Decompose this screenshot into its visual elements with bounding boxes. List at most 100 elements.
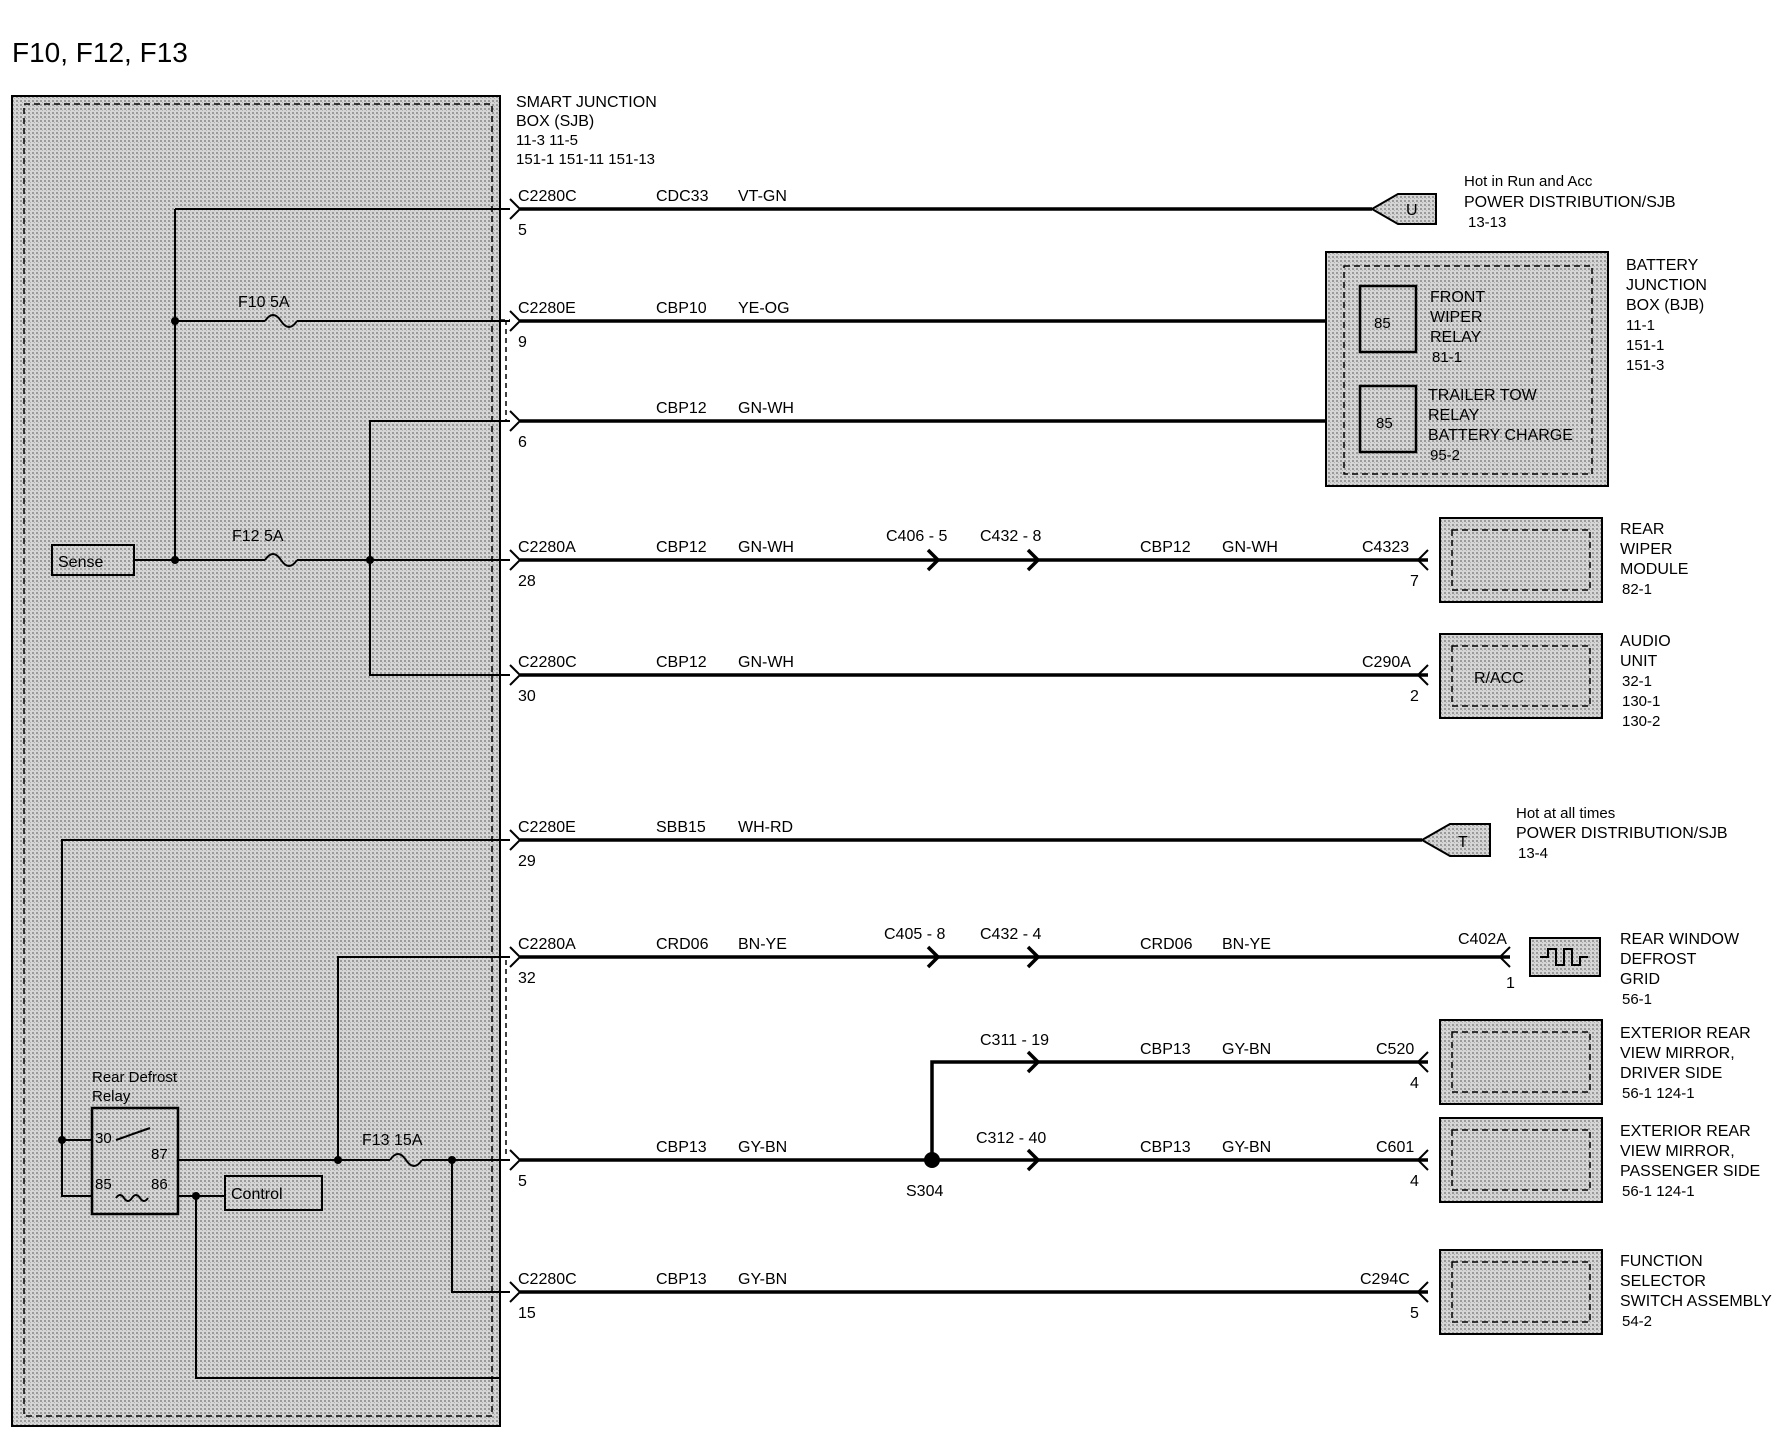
hot-run-acc-source: U Hot in Run and Acc POWER DISTRIBUTION/… xyxy=(1369,173,1676,231)
svg-text:CBP13: CBP13 xyxy=(656,1139,707,1156)
svg-text:AUDIO: AUDIO xyxy=(1620,633,1671,650)
relay-label-2: Relay xyxy=(92,1088,131,1105)
fuse-f10-label: F10 5A xyxy=(238,294,290,311)
sjb-internal-wiring: F10 5A Sense F12 5A Rear Defrost Relay 3… xyxy=(51,208,510,1379)
svg-text:30: 30 xyxy=(95,1130,112,1147)
svg-text:C2280E: C2280E xyxy=(518,819,576,836)
svg-text:RELAY: RELAY xyxy=(1428,407,1480,424)
svg-text:151-1 151-11 151-13: 151-1 151-11 151-13 xyxy=(516,151,655,168)
svg-text:CBP13: CBP13 xyxy=(656,1271,707,1288)
harness-wires xyxy=(520,207,1510,1294)
svg-text:SWITCH ASSEMBLY: SWITCH ASSEMBLY xyxy=(1620,1293,1772,1310)
svg-text:30: 30 xyxy=(518,688,536,705)
sense-label: Sense xyxy=(58,554,103,571)
svg-text:C294C: C294C xyxy=(1360,1271,1410,1288)
svg-text:WH-RD: WH-RD xyxy=(738,819,793,836)
svg-text:CRD06: CRD06 xyxy=(656,936,709,953)
relay-label-1: Rear Defrost xyxy=(92,1069,178,1086)
svg-text:11-3 11-5: 11-3 11-5 xyxy=(516,132,578,149)
svg-text:GRID: GRID xyxy=(1620,971,1660,988)
diagram-title: F10, F12, F13 xyxy=(12,37,188,68)
svg-text:C2280C: C2280C xyxy=(518,188,577,205)
svg-text:FUNCTION: FUNCTION xyxy=(1620,1253,1703,1270)
svg-text:C290A: C290A xyxy=(1362,654,1411,671)
svg-text:Hot in Run and Acc: Hot in Run and Acc xyxy=(1464,173,1593,190)
svg-text:POWER DISTRIBUTION/SJB: POWER DISTRIBUTION/SJB xyxy=(1516,825,1728,842)
sjb-connector-arrows xyxy=(509,198,522,1303)
svg-text:13-13: 13-13 xyxy=(1468,214,1506,231)
svg-text:POWER DISTRIBUTION/SJB: POWER DISTRIBUTION/SJB xyxy=(1464,194,1676,211)
svg-text:C2280A: C2280A xyxy=(518,539,576,556)
svg-text:28: 28 xyxy=(518,573,536,590)
fuse-f12-label: F12 5A xyxy=(232,528,284,545)
battery-junction-box: 85 FRONT WIPER RELAY 81-1 85 TRAILER TOW… xyxy=(1325,251,1707,487)
svg-text:11-1: 11-1 xyxy=(1626,317,1655,334)
svg-text:PASSENGER SIDE: PASSENGER SIDE xyxy=(1620,1163,1760,1180)
svg-text:C601: C601 xyxy=(1376,1139,1414,1156)
svg-text:4: 4 xyxy=(1410,1075,1419,1092)
svg-text:T: T xyxy=(1458,834,1468,851)
svg-text:C2280C: C2280C xyxy=(518,654,577,671)
svg-text:C520: C520 xyxy=(1376,1041,1414,1058)
svg-text:85: 85 xyxy=(1374,315,1391,332)
svg-text:VT-GN: VT-GN xyxy=(738,188,787,205)
mirror-driver-side: C520 4 EXTERIOR REAR VIEW MIRROR, DRIVER… xyxy=(1376,1019,1751,1105)
svg-text:C405 - 8: C405 - 8 xyxy=(884,926,945,943)
hot-all-times-source: T Hot at all times POWER DISTRIBUTION/SJ… xyxy=(1419,805,1728,862)
svg-text:56-1 124-1: 56-1 124-1 xyxy=(1622,1085,1695,1102)
svg-text:BATTERY CHARGE: BATTERY CHARGE xyxy=(1428,427,1573,444)
svg-text:CBP12: CBP12 xyxy=(656,400,707,417)
svg-text:85: 85 xyxy=(1376,415,1393,432)
svg-text:151-1: 151-1 xyxy=(1626,337,1664,354)
sjb-label: SMART JUNCTION BOX (SJB) 11-3 11-5 151-1… xyxy=(516,94,657,168)
svg-text:REAR: REAR xyxy=(1620,521,1664,538)
svg-text:1: 1 xyxy=(1506,975,1515,992)
trailer-tow-relay xyxy=(1358,384,1418,454)
svg-text:GY-BN: GY-BN xyxy=(1222,1139,1271,1156)
svg-text:EXTERIOR REAR: EXTERIOR REAR xyxy=(1620,1123,1751,1140)
inline-connector-arrows xyxy=(926,548,1511,1303)
control-box xyxy=(224,1175,323,1211)
svg-text:CRD06: CRD06 xyxy=(1140,936,1193,953)
rear-window-defrost-grid: C402A 1 REAR WINDOW DEFROST GRID 56-1 xyxy=(1458,931,1740,1008)
svg-text:SMART JUNCTION: SMART JUNCTION xyxy=(516,94,657,111)
svg-text:15: 15 xyxy=(518,1305,536,1322)
svg-text:SELECTOR: SELECTOR xyxy=(1620,1273,1706,1290)
svg-text:CBP13: CBP13 xyxy=(1140,1041,1191,1058)
svg-text:5: 5 xyxy=(1410,1305,1419,1322)
svg-text:WIPER: WIPER xyxy=(1620,541,1672,558)
control-label: Control xyxy=(231,1186,283,1203)
svg-text:56-1: 56-1 xyxy=(1622,991,1652,1008)
svg-text:29: 29 xyxy=(518,853,536,870)
wire-labels: C2280C 5 CDC33 VT-GN C2280E 9 CBP10 YE-O… xyxy=(518,188,794,1322)
svg-text:C2280A: C2280A xyxy=(518,936,576,953)
mirror-passenger-side: C601 4 EXTERIOR REAR VIEW MIRROR, PASSEN… xyxy=(1376,1117,1760,1203)
svg-text:CBP10: CBP10 xyxy=(656,300,707,317)
svg-text:CDC33: CDC33 xyxy=(656,188,709,205)
svg-text:REAR WINDOW: REAR WINDOW xyxy=(1620,931,1740,948)
svg-text:32: 32 xyxy=(518,970,536,987)
svg-text:MODULE: MODULE xyxy=(1620,561,1688,578)
svg-text:C4323: C4323 xyxy=(1362,539,1409,556)
rear-wiper-module: C4323 7 REAR WIPER MODULE 82-1 xyxy=(1362,517,1688,603)
svg-text:VIEW MIRROR,: VIEW MIRROR, xyxy=(1620,1045,1735,1062)
svg-text:GY-BN: GY-BN xyxy=(738,1271,787,1288)
svg-text:BN-YE: BN-YE xyxy=(738,936,787,953)
svg-text:CBP12: CBP12 xyxy=(656,654,707,671)
svg-text:C406 - 5: C406 - 5 xyxy=(886,528,947,545)
svg-text:CBP13: CBP13 xyxy=(1140,1139,1191,1156)
svg-text:85: 85 xyxy=(95,1176,112,1193)
svg-text:DEFROST: DEFROST xyxy=(1620,951,1697,968)
svg-text:GN-WH: GN-WH xyxy=(738,539,794,556)
svg-text:6: 6 xyxy=(518,434,527,451)
svg-text:GN-WH: GN-WH xyxy=(738,400,794,417)
svg-text:Hot at all times: Hot at all times xyxy=(1516,805,1615,822)
function-selector-switch: C294C 5 FUNCTION SELECTOR SWITCH ASSEMBL… xyxy=(1360,1249,1772,1335)
svg-text:9: 9 xyxy=(518,334,527,351)
svg-text:95-2: 95-2 xyxy=(1430,447,1460,464)
svg-text:BOX (SJB): BOX (SJB) xyxy=(516,113,594,130)
svg-text:JUNCTION: JUNCTION xyxy=(1626,277,1707,294)
svg-text:87: 87 xyxy=(151,1146,168,1163)
svg-text:C312 - 40: C312 - 40 xyxy=(976,1130,1046,1147)
svg-text:32-1: 32-1 xyxy=(1622,673,1652,690)
